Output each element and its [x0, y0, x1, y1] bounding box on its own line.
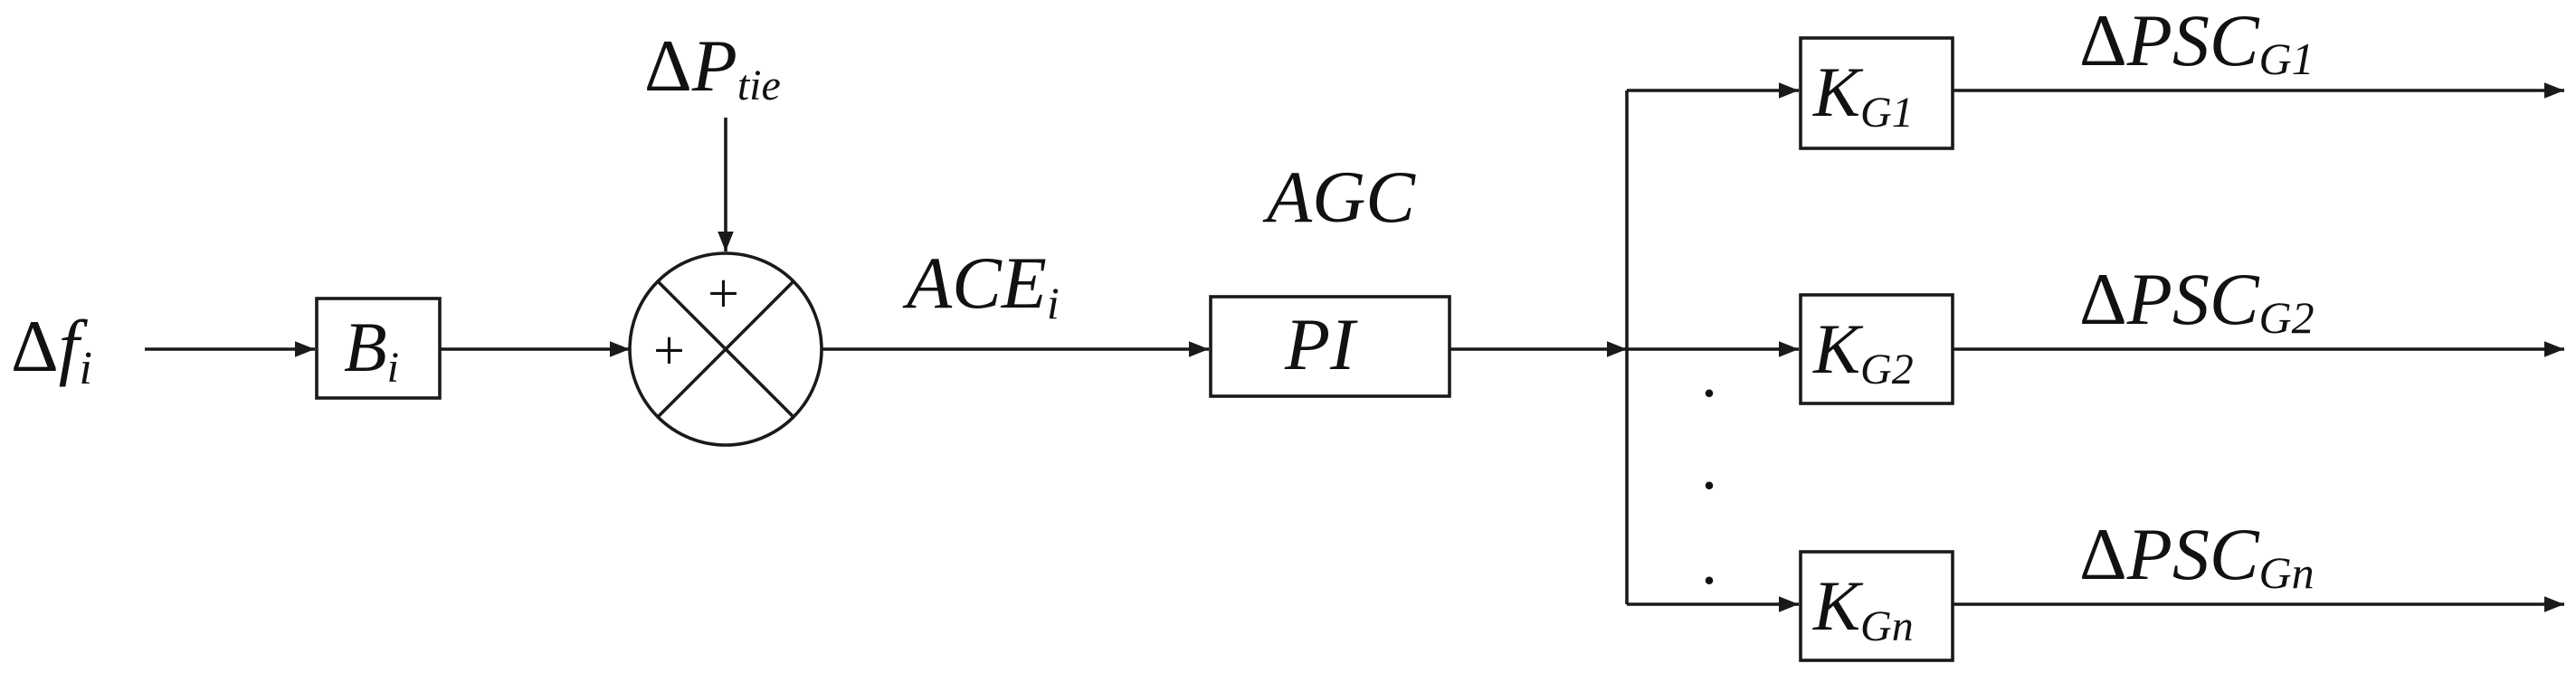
agc-label: AGC	[1262, 156, 1416, 238]
gain-block-gn-label: KGn	[1812, 566, 1914, 650]
ellipsis-dot-3: .	[1701, 526, 1717, 598]
sum-sign-top: +	[708, 263, 739, 325]
gain-block-g2	[1799, 293, 1954, 405]
ellipsis-dot-1: .	[1701, 338, 1717, 411]
output-g2-label: ΔPSCG2	[2079, 258, 2315, 343]
gain-block-g1	[1799, 36, 1954, 150]
summing-junction: + +	[628, 251, 823, 447]
gain-block-g1-label: KG1	[1812, 52, 1914, 137]
gain-block-gn	[1799, 550, 1954, 662]
output-g1-label: ΔPSCG1	[2079, 0, 2315, 84]
pi-controller-block	[1209, 295, 1451, 398]
delta-f-label: Δfi	[11, 305, 92, 394]
pi-controller-label: PI	[1284, 303, 1358, 385]
sum-sign-left: +	[653, 320, 685, 382]
bias-block-label: Bi	[344, 308, 399, 392]
ace-label: ACEi	[902, 242, 1060, 328]
gain-block-g2-label: KG2	[1812, 309, 1914, 393]
ellipsis-dot-2: .	[1701, 431, 1717, 503]
delta-ptie-label: ΔPtie	[644, 24, 781, 109]
output-gn-label: ΔPSCGn	[2079, 513, 2315, 598]
